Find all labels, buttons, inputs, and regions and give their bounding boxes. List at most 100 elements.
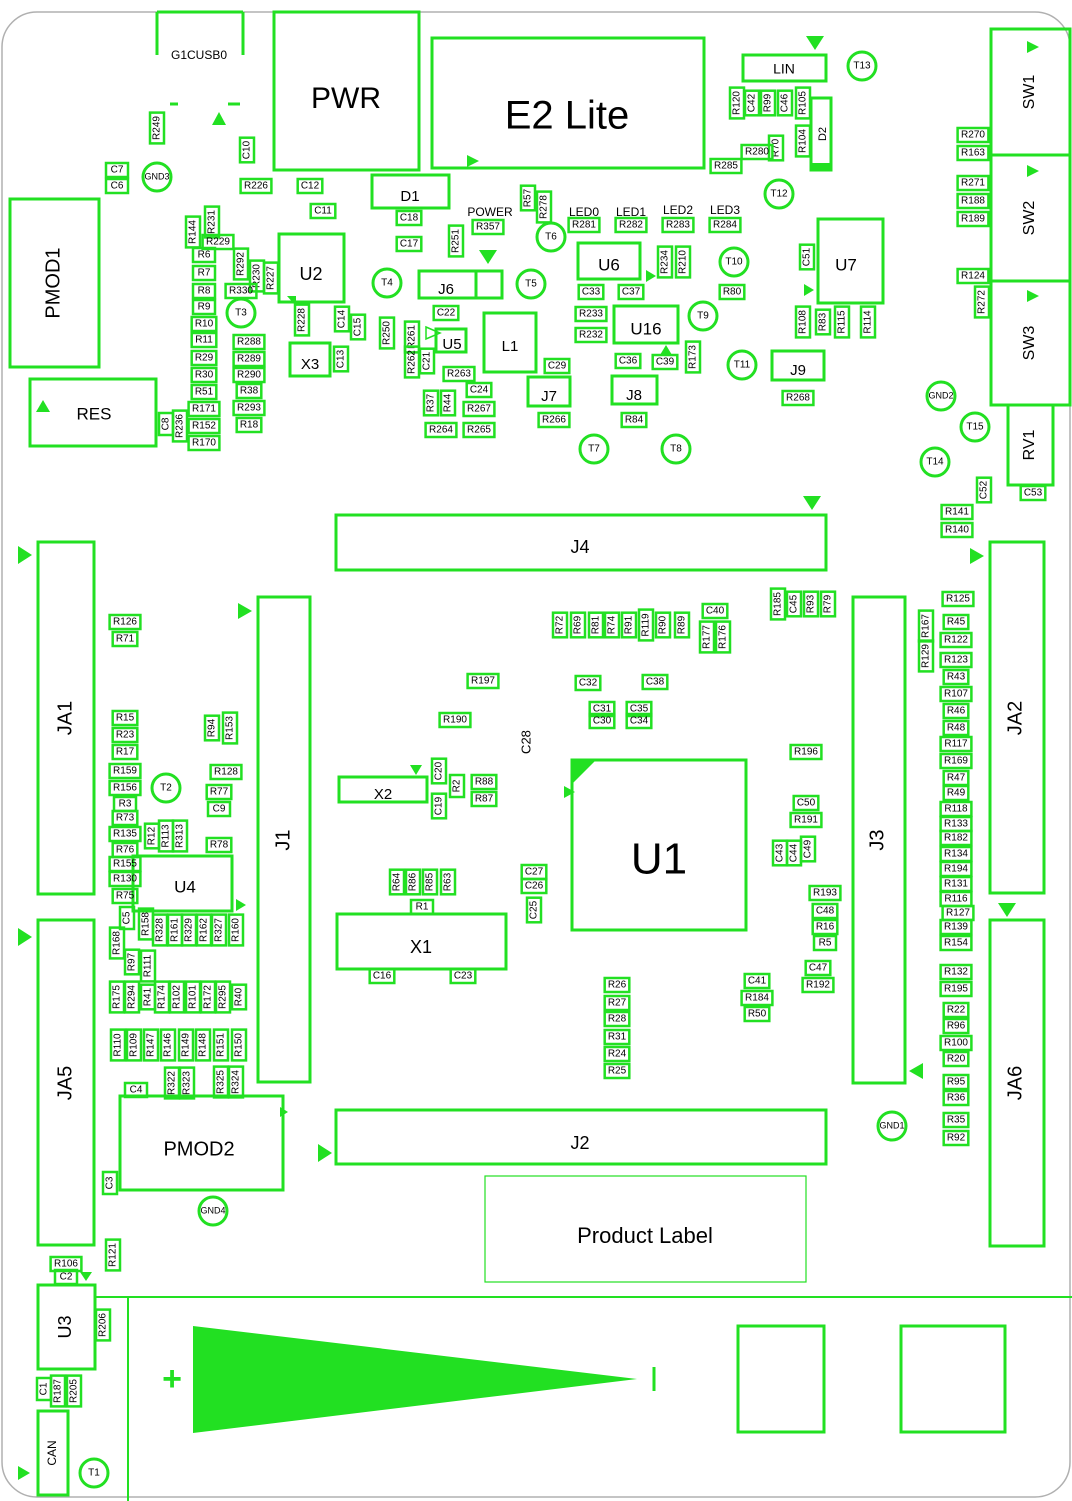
part-outline-r115 <box>833 305 851 339</box>
part-outline-r327 <box>210 913 228 947</box>
part-label-r188: R188 <box>961 196 985 207</box>
label-j1: J1 <box>272 829 294 850</box>
part-label-r93: R93 <box>806 594 817 613</box>
part-outline-r266 <box>537 411 571 429</box>
label-x3: X3 <box>301 356 319 373</box>
part-outline-r48 <box>942 719 970 737</box>
part-label-r78: R78 <box>210 840 229 851</box>
part-label-r324: R324 <box>231 1070 242 1094</box>
part-label-r227: R227 <box>266 266 277 290</box>
part-label-r92: R92 <box>947 1133 966 1144</box>
part-label-r12: R12 <box>147 826 158 845</box>
part-label-r11: R11 <box>195 335 213 346</box>
part-outline-r313 <box>171 819 189 853</box>
part-outline-r85 <box>421 868 439 896</box>
part-label-r210: R210 <box>678 250 689 274</box>
part-label-r40: R40 <box>234 987 245 1006</box>
part-outline-c46 <box>776 89 794 117</box>
part-label-r28: R28 <box>608 1014 627 1025</box>
part-outline-r210 <box>674 245 692 279</box>
label-ja1: JA1 <box>54 701 76 735</box>
part-label-r195: R195 <box>944 984 968 995</box>
part-outline-r281 <box>567 216 601 234</box>
part-outline-r44 <box>439 389 457 417</box>
part-outline-r171 <box>187 400 221 418</box>
part-label-r197: R197 <box>471 676 495 687</box>
part-label-c24: C24 <box>470 385 489 396</box>
part-label-r141: R141 <box>945 507 969 518</box>
label-pmod1: PMOD1 <box>42 247 64 318</box>
label-j8: J8 <box>626 387 642 404</box>
part-label-r190: R190 <box>443 715 467 726</box>
part-outline-c14 <box>333 305 351 333</box>
label-d1: D1 <box>400 188 419 205</box>
testpoint-gnd4 <box>197 1195 229 1227</box>
part-label-r153: R153 <box>225 716 236 740</box>
part-outline-r153 <box>221 711 239 745</box>
testpoint-label-gnd4: GND4 <box>200 1205 225 1215</box>
part-outline-r124 <box>956 267 990 285</box>
part-outline-r282 <box>614 216 648 234</box>
part-label-r169: R169 <box>944 756 968 767</box>
part-outline-r104 <box>794 124 812 158</box>
part-label-c37: C37 <box>622 287 641 298</box>
label-lin: LIN <box>773 61 795 77</box>
part-label-r262: R262 <box>407 350 418 374</box>
part-outline-r148 <box>194 1028 212 1062</box>
part-outline-r37 <box>422 389 440 417</box>
part-label-r187: R187 <box>53 1379 64 1403</box>
part-outline-r88 <box>470 773 498 791</box>
part-outline-c50 <box>792 794 820 812</box>
part-outline-r125 <box>941 590 975 608</box>
part-label-c48: C48 <box>816 906 835 917</box>
part-outline-c26 <box>520 877 548 895</box>
part-outline-c37 <box>617 283 645 301</box>
part-label-r327: R327 <box>214 918 225 942</box>
part-outline-r28 <box>603 1010 631 1028</box>
part-outline-c31 <box>588 700 616 718</box>
part-outline-r206 <box>94 1308 112 1342</box>
label-led0: LED0 <box>569 205 599 219</box>
part-label-r205: R205 <box>69 1379 80 1403</box>
part-outline-r184 <box>740 989 774 1007</box>
part-label-c4: C4 <box>130 1085 143 1096</box>
part-label-r149: R149 <box>181 1033 192 1057</box>
part-label-r161: R161 <box>170 918 181 942</box>
part-label-r172: R172 <box>203 985 214 1009</box>
part-label-c29: C29 <box>548 361 567 372</box>
part-outline-r121 <box>104 1238 122 1272</box>
label-u5: U5 <box>442 336 461 353</box>
part-outline-r92 <box>942 1129 970 1147</box>
part-outline-r97 <box>123 948 141 976</box>
part-outline-c10 <box>238 136 256 164</box>
part-label-r146: R146 <box>163 1033 174 1057</box>
label-pwr: PWR <box>311 82 381 115</box>
part-label-r109: R109 <box>129 1033 140 1057</box>
plus-sign: + <box>162 1360 182 1398</box>
part-outline-r22 <box>942 1001 970 1019</box>
part-outline-r267 <box>462 400 496 418</box>
part-label-r89: R89 <box>677 615 688 634</box>
part-label-r151: R151 <box>216 1033 227 1057</box>
part-outline-r69 <box>569 611 587 639</box>
part-label-r120: R120 <box>732 91 743 115</box>
part-label-r126: R126 <box>113 617 137 628</box>
part-label-r121: R121 <box>108 1243 119 1267</box>
part-label-r264: R264 <box>429 425 453 436</box>
part-outline-r135 <box>108 825 142 843</box>
part-label-r154: R154 <box>944 938 968 949</box>
part-outline-c5 <box>118 905 136 931</box>
part-outline-c21 <box>418 347 436 375</box>
part-label-r159: R159 <box>113 766 137 777</box>
part-outline-r284 <box>708 216 742 234</box>
part-label-r125: R125 <box>946 594 970 605</box>
testpoint-t10 <box>718 246 750 278</box>
part-outline-r196 <box>789 743 823 761</box>
part-label-r104: R104 <box>798 129 809 153</box>
part-outline-c11 <box>309 202 337 220</box>
part-label-r152: R152 <box>192 421 216 432</box>
part-label-c22: C22 <box>437 308 456 319</box>
testpoint-label-t5: T5 <box>525 279 537 290</box>
part-label-r79: R79 <box>823 594 834 613</box>
part-label-r150: R150 <box>234 1033 245 1057</box>
